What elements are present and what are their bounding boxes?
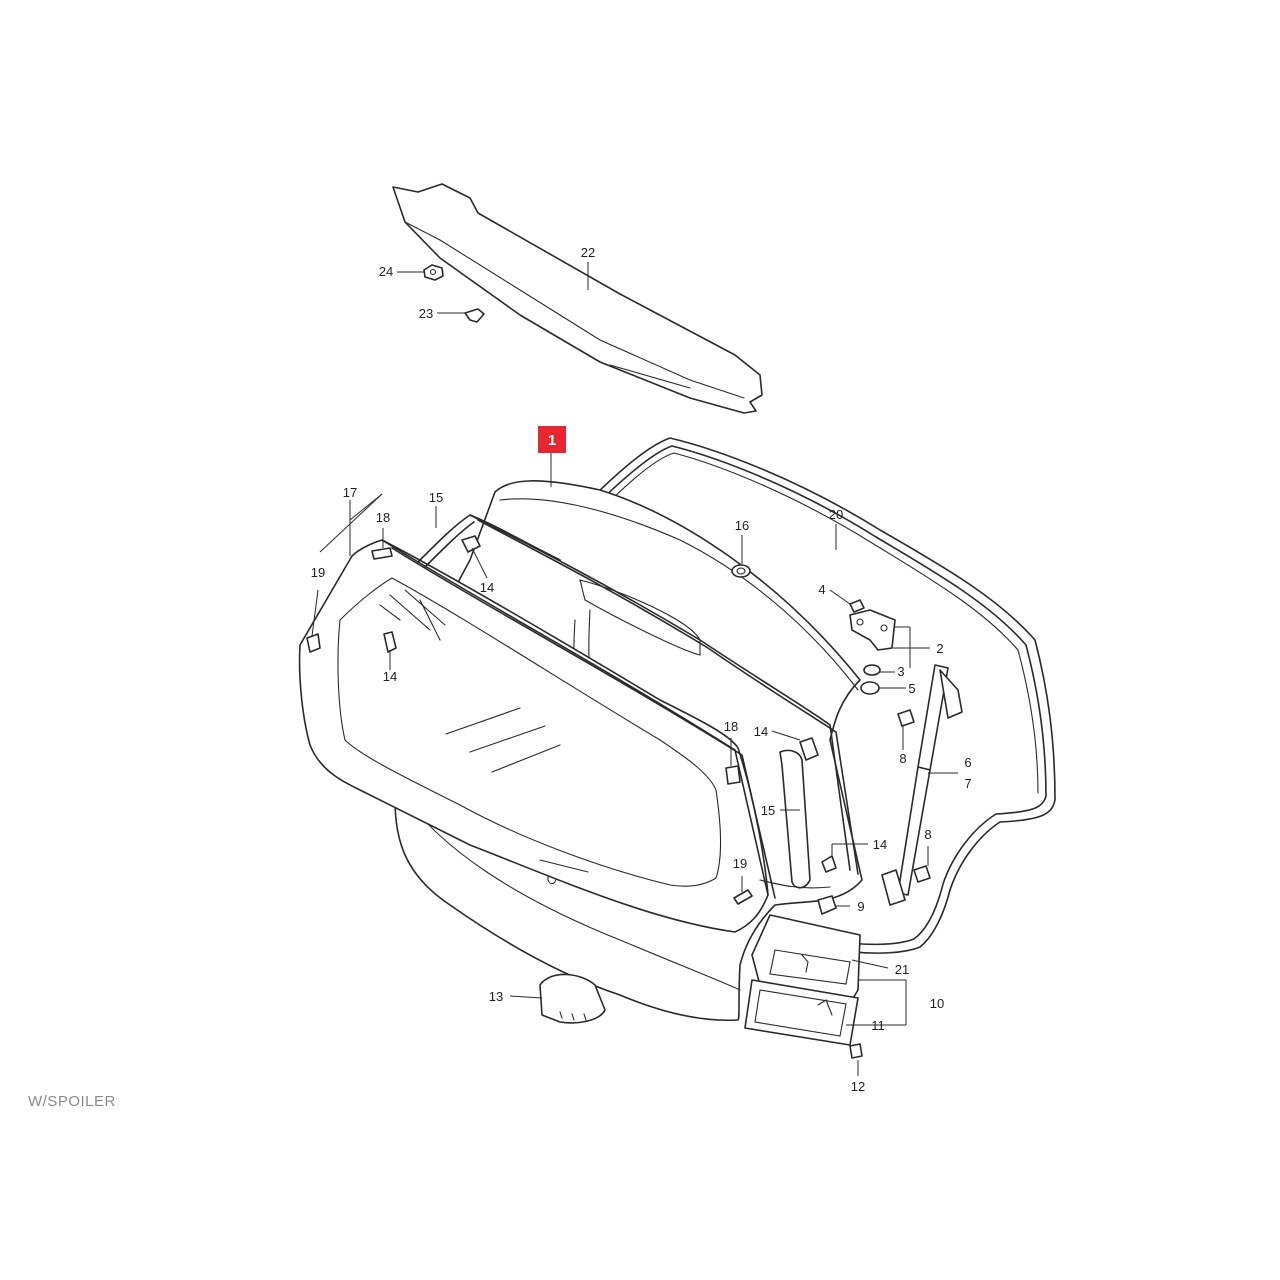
washer-3: [863, 664, 881, 676]
diagram-caption: W/SPOILER: [28, 1093, 116, 1110]
callout-14-upper: 14: [480, 580, 494, 595]
callout-14-left: 14: [383, 669, 397, 684]
clip-14-upper: [461, 535, 481, 553]
pad-18-right: [725, 765, 741, 785]
callout-8-lower: 8: [924, 827, 931, 842]
callout-22: 22: [581, 245, 595, 260]
callout-14-right-upper: 14: [754, 724, 768, 739]
callout-2: 2: [936, 641, 943, 656]
lamp-13: [539, 973, 606, 1024]
grommet-16: [731, 564, 751, 578]
hinge: [849, 609, 896, 651]
callout-7: 7: [964, 776, 971, 791]
callout-4: 4: [818, 582, 825, 597]
callout-15-upper: 15: [429, 490, 443, 505]
gas-strut: [881, 664, 963, 906]
callout-17: 17: [343, 485, 357, 500]
leader-lines: [311, 262, 958, 1076]
callout-19-right: 19: [733, 856, 747, 871]
spoiler-clip: [464, 308, 485, 323]
callout-20: 20: [829, 507, 843, 522]
callout-5: 5: [908, 681, 915, 696]
clip-14-right-lower: [821, 855, 837, 873]
clip-14-left: [383, 631, 397, 653]
callout-14-right-lower: 14: [873, 837, 887, 852]
callout-6: 6: [964, 755, 971, 770]
screw-12: [849, 1043, 863, 1059]
callout-19-left: 19: [311, 565, 325, 580]
callout-8-upper: 8: [899, 751, 906, 766]
callout-12: 12: [851, 1079, 865, 1094]
lens-11: [744, 954, 859, 1046]
callout-13: 13: [489, 989, 503, 1004]
nut-5: [860, 681, 880, 695]
pad-18-left: [371, 547, 393, 560]
back-door-weatherstrip: [589, 437, 1056, 954]
callout-18-left: 18: [376, 510, 390, 525]
rear-spoiler: [392, 183, 763, 414]
callout-18-right: 18: [724, 719, 738, 734]
clip-19-left: [306, 633, 321, 653]
clip-19-right: [733, 889, 753, 905]
callout-21: 21: [895, 962, 909, 977]
callout-15-lower: 15: [761, 803, 775, 818]
callout-16: 16: [735, 518, 749, 533]
callout-9: 9: [857, 899, 864, 914]
bolt-8-upper: [897, 709, 915, 727]
window-moulding: [381, 514, 859, 899]
callout-10: 10: [930, 996, 944, 1011]
bolt-8-lower: [913, 865, 931, 883]
clip-14-right-upper: [799, 737, 819, 761]
back-window-glass: [298, 539, 769, 933]
callout-23: 23: [419, 306, 433, 321]
stopper-9: [817, 895, 837, 915]
callout-24: 24: [379, 264, 393, 279]
highlighted-callout-box: [538, 426, 566, 453]
callout-1: 1: [548, 432, 556, 449]
bolt-4: [849, 599, 865, 613]
callout-11: 11: [871, 1018, 885, 1033]
callout-3: 3: [897, 664, 904, 679]
spoiler-nut: [423, 264, 444, 281]
